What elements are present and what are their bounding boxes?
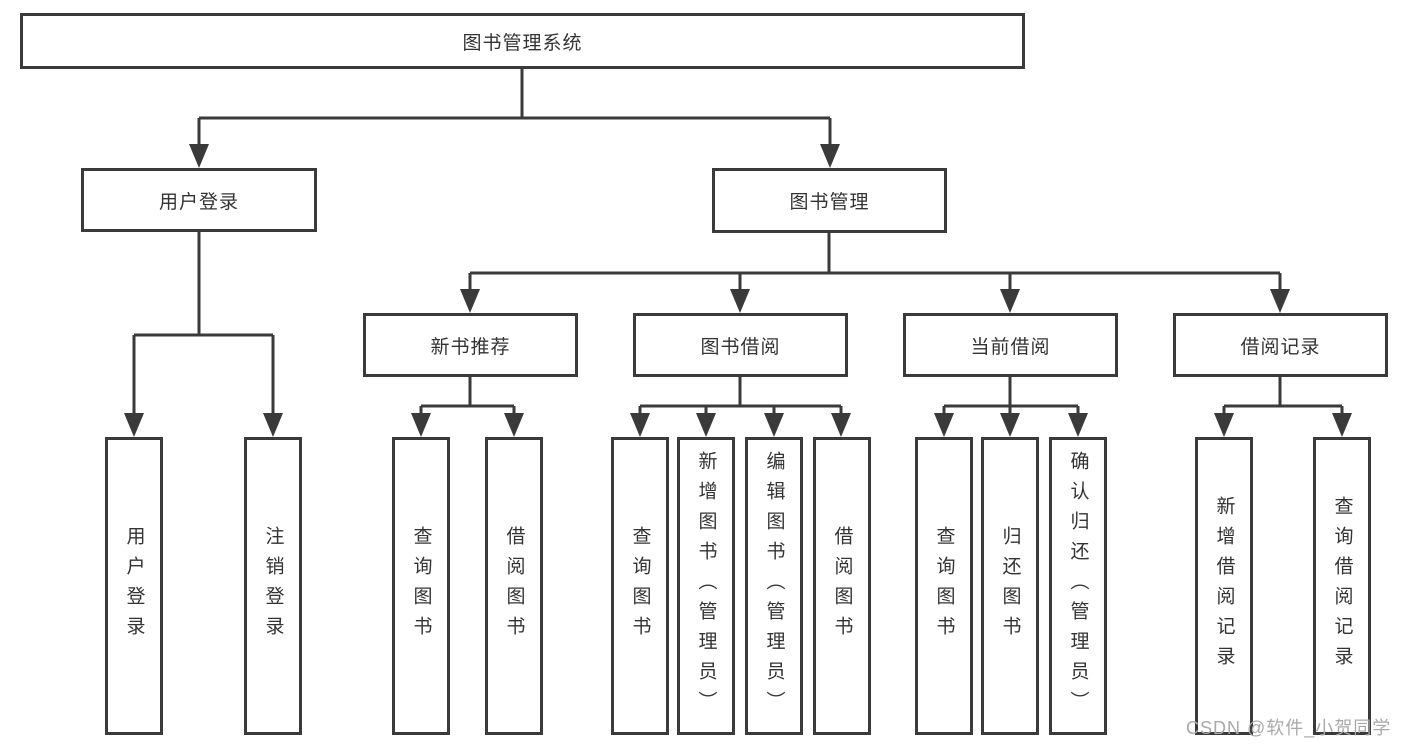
leaf-add-borrow-record: 新增借阅记录 <box>1195 437 1253 735</box>
node-label: 新书推荐 <box>430 336 511 358</box>
leaf-label: 借阅图书 <box>831 526 853 646</box>
arrow-down-icon <box>189 144 209 168</box>
node-label: 借阅记录 <box>1240 336 1321 358</box>
arrow-down-icon <box>504 413 524 437</box>
leaf-return-books: 归还图书 <box>981 437 1039 735</box>
leaf-label: 归还图书 <box>999 526 1021 646</box>
leaf-label: 编辑图书（管理员） <box>763 451 785 721</box>
leaf-query-books-recommend: 查询图书 <box>392 437 450 735</box>
node-label: 图书管理系统 <box>462 32 583 54</box>
leaf-label: 查询借阅记录 <box>1331 496 1353 676</box>
node-label: 用户登录 <box>158 191 239 213</box>
leaf-label: 注销登录 <box>262 526 284 646</box>
node-book-borrow: 图书借阅 <box>633 313 848 377</box>
node-borrow-records: 借阅记录 <box>1173 313 1388 377</box>
leaf-borrow-books-recommend: 借阅图书 <box>485 437 543 735</box>
node-library-system: 图书管理系统 <box>20 13 1025 69</box>
node-label: 图书借阅 <box>700 336 781 358</box>
arrow-down-icon <box>1000 289 1020 313</box>
node-current-borrow: 当前借阅 <box>903 313 1118 377</box>
arrow-down-icon <box>124 413 144 437</box>
arrow-down-icon <box>460 289 480 313</box>
arrow-down-icon <box>1270 289 1290 313</box>
arrow-down-icon <box>831 413 851 437</box>
node-label: 图书管理 <box>789 192 870 213</box>
arrow-down-icon <box>411 413 431 437</box>
leaf-edit-books-admin: 编辑图书（管理员） <box>745 437 803 735</box>
leaf-label: 新增借阅记录 <box>1213 496 1235 676</box>
arrow-down-icon <box>1332 413 1352 437</box>
leaf-label: 确认归还（管理员） <box>1067 451 1089 721</box>
leaf-label: 借阅图书 <box>503 526 525 646</box>
arrow-down-icon <box>1068 413 1088 437</box>
arrow-down-icon <box>730 289 750 313</box>
watermark: CSDN @软件_小贺同学 <box>1186 718 1392 738</box>
node-book-management: 图书管理 <box>712 168 947 233</box>
leaf-query-borrow-record: 查询借阅记录 <box>1313 437 1371 735</box>
leaf-label: 查询图书 <box>410 526 432 646</box>
arrow-down-icon <box>764 413 784 437</box>
arrow-down-icon <box>630 413 650 437</box>
arrow-down-icon <box>1214 413 1234 437</box>
node-user-login: 用户登录 <box>81 168 317 232</box>
node-label: 当前借阅 <box>970 336 1051 358</box>
node-new-book-recommend: 新书推荐 <box>363 313 578 377</box>
arrow-down-icon <box>1000 413 1020 437</box>
arrow-down-icon <box>934 413 954 437</box>
leaf-confirm-return-admin: 确认归还（管理员） <box>1049 437 1107 735</box>
leaf-borrow-books: 借阅图书 <box>813 437 871 735</box>
leaf-label: 新增图书（管理员） <box>695 451 717 721</box>
leaf-logout: 注销登录 <box>244 437 302 735</box>
leaf-query-books-borrow: 查询图书 <box>611 437 669 735</box>
leaf-label: 查询图书 <box>629 526 651 646</box>
leaf-label: 查询图书 <box>933 526 955 646</box>
arrow-down-icon <box>696 413 716 437</box>
arrow-down-icon <box>263 413 283 437</box>
leaf-add-books-admin: 新增图书（管理员） <box>677 437 735 735</box>
leaf-query-books-current: 查询图书 <box>915 437 973 735</box>
leaf-user-login: 用户登录 <box>105 437 163 735</box>
arrow-down-icon <box>820 144 840 168</box>
leaf-label: 用户登录 <box>123 526 145 646</box>
